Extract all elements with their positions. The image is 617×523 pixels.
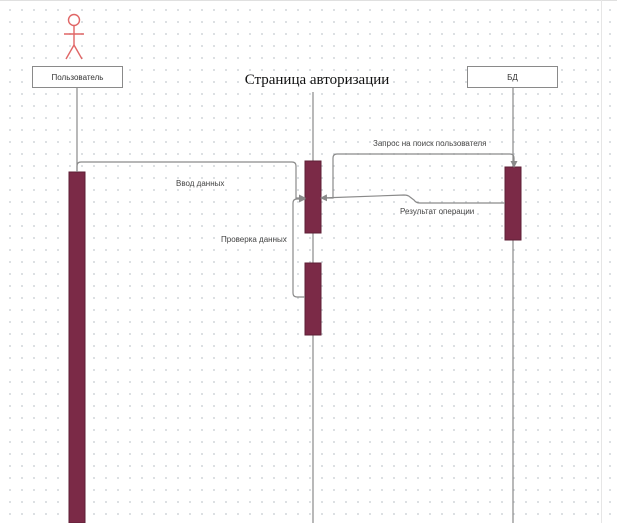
- canvas-right-border: [601, 0, 602, 523]
- data-input-arrow[interactable]: [76, 161, 306, 202]
- operation-result-arrow[interactable]: [320, 194, 505, 204]
- user-activation-bar[interactable]: [68, 171, 86, 523]
- data-check-label: Проверка данных: [221, 235, 287, 244]
- participant-user[interactable]: Пользователь: [32, 66, 123, 88]
- auth-page-activation-bar-2[interactable]: [304, 262, 322, 336]
- data-input-label: Ввод данных: [176, 179, 225, 188]
- search-user-arrow[interactable]: [321, 153, 518, 199]
- participant-auth-page[interactable]: Страница авторизации: [244, 72, 390, 88]
- db-activation-bar[interactable]: [504, 166, 522, 241]
- operation-result-label: Результат операции: [400, 207, 475, 216]
- auth-page-activation-bar-1[interactable]: [304, 160, 322, 234]
- user-actor-icon[interactable]: [64, 13, 84, 60]
- search-user-label: Запрос на поиск пользователя: [373, 139, 487, 148]
- data-check-arrow[interactable]: [292, 195, 306, 298]
- canvas-top-border: [0, 0, 617, 1]
- participant-db[interactable]: БД: [467, 66, 558, 88]
